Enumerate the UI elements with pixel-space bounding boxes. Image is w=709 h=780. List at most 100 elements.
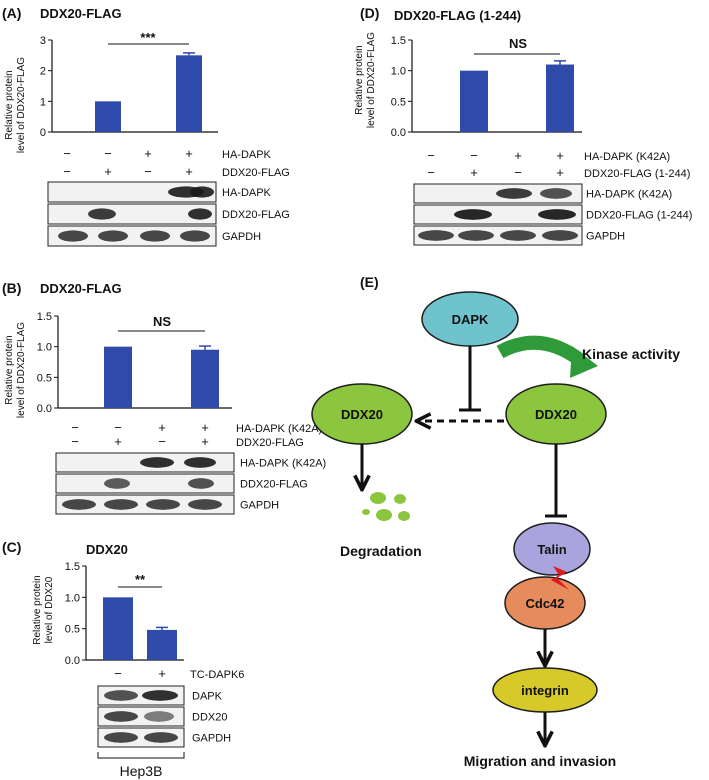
y-axis-label-2: level of DDX20-FLAG (16, 57, 27, 153)
blot-label: DAPK (192, 691, 223, 703)
blot-band (140, 457, 174, 468)
blot-band (538, 209, 576, 220)
panel-title: DDX20-FLAG (40, 6, 122, 21)
condition-sign: − (114, 420, 122, 435)
condition-sign: − (114, 666, 122, 681)
panel-label: (D) (360, 5, 379, 21)
talin-node (513, 522, 591, 576)
interaction-bolt-icon (551, 566, 569, 590)
y-tick-label: 1 (40, 96, 46, 108)
condition-sign: − (470, 148, 478, 163)
bar-chart: 0 1 2 3 (40, 35, 218, 139)
cell-line-bracket (97, 752, 185, 759)
western-blot: HA-DAPK DDX20-FLAG GAPDH (47, 181, 290, 247)
bar (147, 629, 177, 660)
blot-label: HA-DAPK (222, 187, 272, 199)
blot-label: DDX20 (192, 712, 227, 724)
condition-sign: + (201, 420, 209, 435)
bar (460, 70, 488, 132)
blot-band (142, 690, 178, 701)
kinase-activity-arrow (496, 335, 585, 366)
bar (191, 349, 219, 408)
panel-a: (A) DDX20-FLAG Relative protein level of… (2, 5, 290, 247)
y-axis-label-1: Relative protein (32, 575, 43, 644)
blot-band (180, 230, 210, 242)
degradation-fragments (362, 492, 410, 521)
blot-strip (55, 473, 235, 494)
y-axis-label-2: level of DDX20-FLAG (16, 322, 27, 418)
y-tick-label: 0.5 (391, 96, 406, 108)
condition-sign: − (63, 146, 71, 161)
condition-sign: − (104, 146, 112, 161)
y-tick-label: 2 (40, 66, 46, 78)
bar-chart: 0.00.51.01.5 (391, 35, 582, 139)
y-tick-label: 3 (40, 35, 46, 47)
cdc42-node-label: Cdc42 (525, 596, 564, 611)
y-axis-label-2: level of DDX20 (44, 576, 55, 643)
blot-strip (55, 494, 235, 515)
blot-band (104, 711, 138, 722)
condition-sign: + (114, 434, 122, 449)
condition-sign: − (514, 165, 522, 180)
condition-label: HA-DAPK (K42A) (584, 151, 670, 163)
blot-strip (47, 181, 217, 203)
blot-band (98, 230, 128, 242)
bar (546, 64, 574, 132)
blot-band (188, 208, 212, 220)
significance-label: ** (135, 572, 146, 587)
panel-title: DDX20-FLAG (40, 281, 122, 296)
condition-sign: + (158, 666, 166, 681)
condition-sign: − (144, 164, 152, 179)
y-tick-label: 1.0 (37, 342, 52, 354)
blot-label: HA-DAPK (K42A) (586, 189, 672, 201)
ddx20-node-degraded-label: DDX20 (341, 407, 383, 422)
blot-band (144, 732, 178, 743)
condition-label: DDX20-FLAG (222, 167, 290, 179)
blot-label: GAPDH (586, 231, 625, 243)
blot-strip (47, 225, 217, 247)
panel-label: (B) (2, 280, 21, 296)
condition-rows: −−++HA-DAPK (K42A)−+−+DDX20-FLAG (1-244) (427, 148, 690, 180)
condition-sign: − (71, 420, 79, 435)
bar-chart: 0.00.51.01.5 (65, 561, 184, 667)
y-tick-label: 0.0 (65, 655, 80, 667)
condition-sign: − (158, 434, 166, 449)
significance-label: *** (140, 30, 156, 45)
panel-d: (D) DDX20-FLAG (1-244) Relative protein … (354, 5, 692, 246)
blot-band (458, 230, 494, 241)
condition-label: HA-DAPK (K42A) (236, 423, 322, 435)
blot-label: DDX20-FLAG (222, 209, 290, 221)
blot-band (184, 457, 216, 468)
kinase-activity-label: Kinase activity (582, 346, 680, 362)
y-axis-label-1: Relative protein (4, 70, 15, 139)
blot-band (104, 478, 130, 489)
condition-sign: + (185, 146, 193, 161)
condition-label: DDX20-FLAG (236, 437, 304, 449)
condition-sign: + (201, 434, 209, 449)
blot-band (190, 186, 214, 198)
integrin-node-label: integrin (521, 683, 569, 698)
bar-chart: 0.00.51.01.5 (37, 311, 232, 415)
significance-label: NS (153, 314, 171, 329)
dapk-node-label: DAPK (452, 312, 489, 327)
blot-band (418, 230, 454, 241)
y-axis-label-1: Relative protein (354, 45, 365, 114)
bar (95, 101, 121, 132)
panel-b: (B) DDX20-FLAG Relative protein level of… (2, 280, 326, 515)
blot-band (58, 230, 88, 242)
bar (176, 55, 202, 133)
panel-label: (C) (2, 539, 21, 555)
y-tick-label: 0 (40, 127, 46, 139)
blot-band (104, 499, 138, 510)
blot-band (496, 188, 532, 199)
blot-label: HA-DAPK (K42A) (240, 458, 326, 470)
y-axis-label-2: level of DDX20-FLAG (366, 32, 377, 128)
blot-label: GAPDH (222, 231, 261, 243)
panel-label: (E) (360, 274, 379, 290)
y-tick-label: 1.5 (65, 561, 80, 573)
condition-rows: −−++HA-DAPK (K42A)−+−+DDX20-FLAG (71, 420, 322, 449)
condition-sign: + (158, 420, 166, 435)
blot-band (146, 499, 180, 510)
migration-label: Migration and invasion (464, 753, 616, 769)
